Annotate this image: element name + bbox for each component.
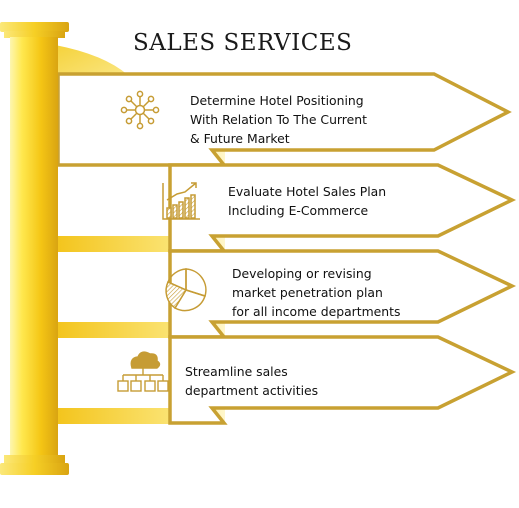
gold-pillar bbox=[0, 22, 69, 475]
service-text-4: Streamline sales department activities bbox=[185, 364, 319, 398]
service-text-2: Evaluate Hotel Sales Plan Including E-Co… bbox=[228, 184, 387, 218]
service-arrow-4 bbox=[168, 335, 517, 425]
service-text-3: Developing or revising market penetratio… bbox=[232, 266, 401, 319]
pie-chart-icon bbox=[165, 268, 207, 312]
cloud-hierarchy-icon bbox=[117, 351, 169, 392]
growth-bar-chart-icon bbox=[162, 182, 200, 220]
service-text-1: Determine Hotel Positioning With Relatio… bbox=[190, 93, 367, 146]
page-title: SALES SERVICES bbox=[133, 30, 353, 56]
service-arrow-1 bbox=[56, 72, 512, 167]
network-hub-icon bbox=[120, 90, 160, 130]
